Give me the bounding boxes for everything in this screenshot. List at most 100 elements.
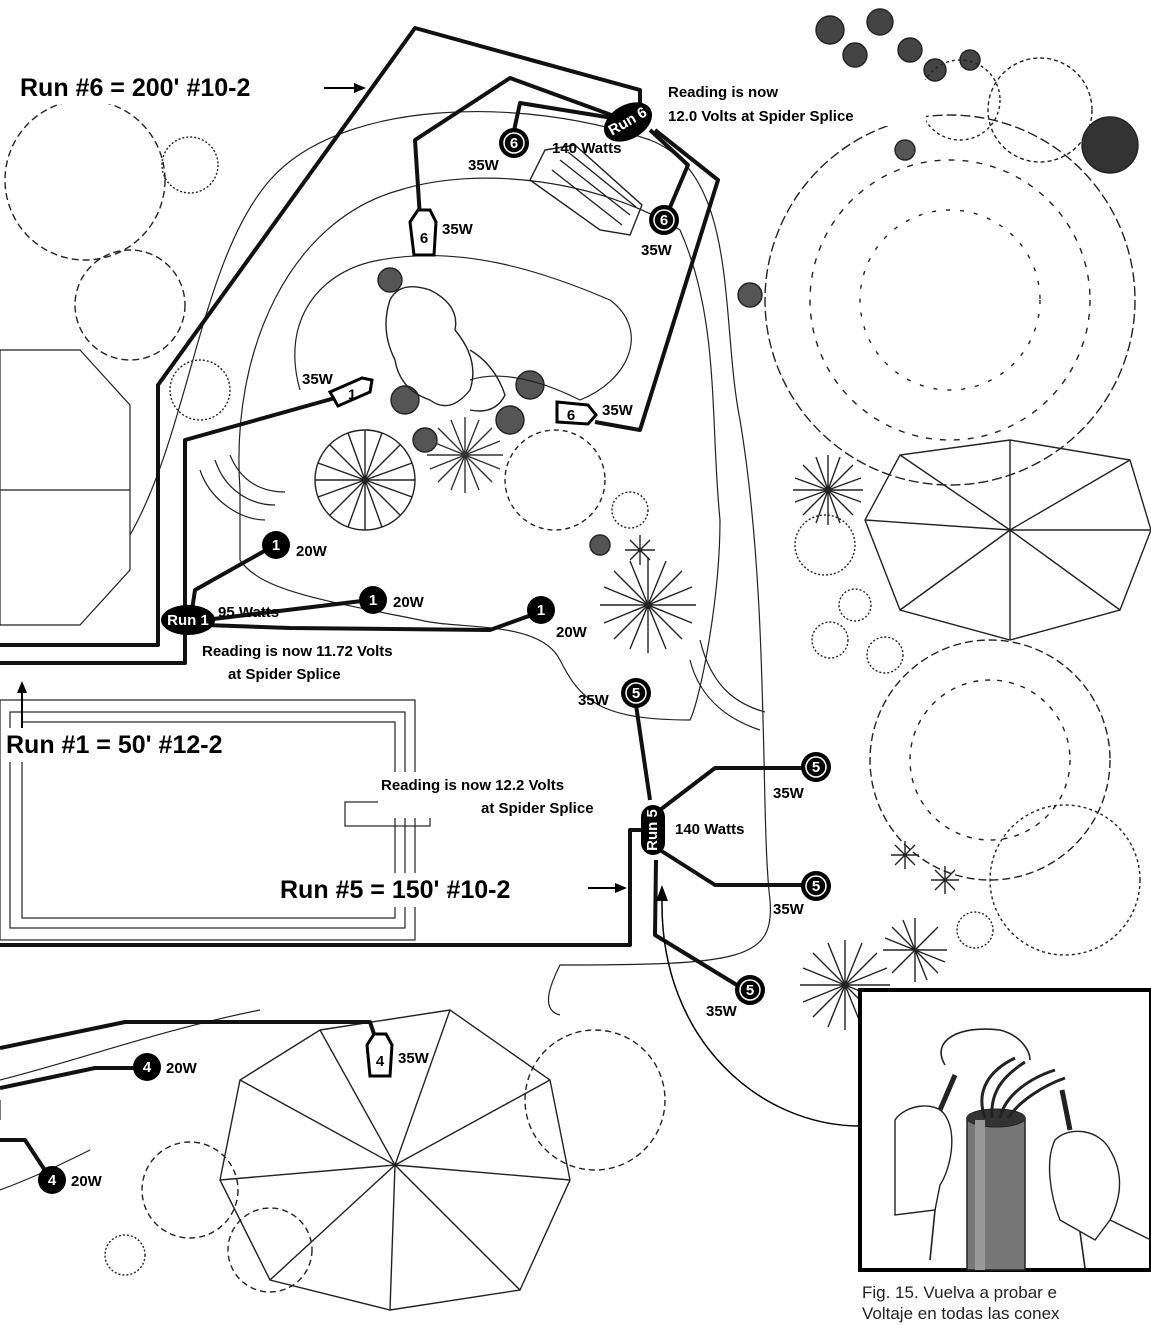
- fixture-number: 5: [812, 759, 820, 776]
- trees-left: [4, 99, 231, 421]
- inset-figure: [858, 988, 1151, 1272]
- fixture-run4-c: 4 20W: [38, 1166, 103, 1194]
- fixture-run6-d: 6 35W: [555, 400, 634, 426]
- fixture-wattage: 35W: [641, 242, 673, 259]
- wire-runs: [0, 26, 815, 1180]
- fixture-wattage: 35W: [468, 157, 500, 174]
- pathway-curve: [294, 254, 632, 401]
- fixture-number: 4: [48, 1172, 57, 1189]
- splice-run5-total: 140 Watts: [675, 821, 744, 838]
- fixture-wattage: 35W: [773, 901, 805, 918]
- fixture-wattage: 20W: [393, 594, 425, 611]
- fixture-wattage: 35W: [602, 402, 634, 419]
- run6-length-text: Run #6 = 200' #10-2: [20, 74, 250, 102]
- wire-bundle-pipe: [966, 1056, 1066, 1271]
- fixture-run1-c: 1 20W: [359, 586, 425, 614]
- fixture-wattage: 35W: [398, 1050, 430, 1067]
- spider-splice-run1: Run 1: [161, 605, 215, 635]
- fixture-number: 5: [746, 982, 754, 999]
- small-shrubs-right: [794, 514, 994, 949]
- caption-line-1: Fig. 15. Vuelva a probar e: [862, 1283, 1057, 1302]
- hands: [894, 1105, 1151, 1241]
- reading-run5-line1: Reading is now 12.2 Volts: [381, 777, 564, 794]
- test-probes: [937, 1074, 1073, 1131]
- run1-branch-20w-b: [204, 598, 371, 622]
- house-outline: [0, 349, 131, 626]
- run4-wire-a: [0, 1020, 378, 1050]
- fixture-number: 6: [510, 135, 518, 152]
- boulders: [385, 286, 506, 412]
- reading-run1: Reading is now 11.72 Volts at Spider Spl…: [198, 638, 468, 684]
- umbrella-tree-right: [864, 439, 1151, 641]
- bench: [529, 144, 643, 236]
- run6-branch-fixture-a: [413, 76, 626, 219]
- dark-shrubs: [377, 267, 763, 556]
- fixture-run4-b: 4 20W: [133, 1053, 198, 1081]
- pool: [0, 699, 416, 941]
- fixture-wattage: 35W: [578, 692, 610, 709]
- fixture-number: 4: [143, 1059, 152, 1076]
- reading-run5-line2: at Spider Splice: [481, 800, 594, 817]
- run5-length-label: Run #5 = 150' #10-2: [276, 873, 627, 907]
- fixture-wattage: 20W: [71, 1173, 103, 1190]
- run6-length-label: Run #6 = 200' #10-2: [14, 68, 366, 104]
- fixture-number: 6: [660, 212, 668, 229]
- splice-run6-total: 140 Watts: [552, 140, 621, 157]
- splice-run1-total: 95 Watts: [218, 604, 279, 621]
- splice-run5-label: Run 5: [644, 809, 661, 851]
- splice-run1-label: Run 1: [167, 612, 209, 629]
- fixture-number: 1: [369, 592, 377, 609]
- large-tree-right: [764, 114, 1136, 486]
- run1-branch-20w-c: [204, 610, 541, 632]
- fixture-number: 5: [812, 878, 820, 895]
- run5-branch-right-a: [658, 766, 815, 812]
- garden-bed-inner: [238, 177, 721, 721]
- garden-bed-outer: [129, 111, 772, 1016]
- run5-length-text: Run #5 = 150' #10-2: [280, 876, 510, 904]
- fixture-wattage: 35W: [773, 785, 805, 802]
- fixture-number: 5: [632, 685, 640, 702]
- fixture-run6-c: 6 35W: [641, 205, 679, 259]
- fixture-run5-d: 5 35W: [706, 975, 765, 1020]
- fixture-wattage: 35W: [302, 371, 334, 388]
- fixture-run1-d: 1 20W: [527, 596, 588, 641]
- spiky-plants: [427, 417, 959, 1030]
- run1-branch-20w-a: [190, 543, 276, 611]
- run6-branch-fixture-b: [510, 101, 626, 141]
- callout-arrow: [661, 899, 861, 1127]
- fixture-wattage: 35W: [706, 1003, 738, 1020]
- run5-branch-up: [634, 704, 652, 801]
- hardscape: [0, 111, 772, 1191]
- fixture-wattage: 20W: [166, 1060, 198, 1077]
- fixture-run1-b: 1 20W: [262, 531, 328, 560]
- callout-arrowhead: [656, 885, 668, 901]
- caption-line-2: Voltaje en todas las conex: [862, 1304, 1060, 1323]
- reading-run6-line2: 12.0 Volts at Spider Splice: [668, 108, 854, 125]
- run1-branch-up: [183, 396, 336, 608]
- reading-run1-line1: Reading is now 11.72 Volts: [202, 643, 393, 660]
- run6-branch-fixture-c: [648, 128, 690, 213]
- run6-main-wire: [0, 26, 642, 647]
- fixture-run5-b: 5 35W: [773, 752, 831, 802]
- run4-wire-b: [0, 1066, 140, 1090]
- run5-branch-down: [653, 859, 747, 992]
- fixture-number: 6: [567, 407, 575, 424]
- reading-run6-line1: Reading is now: [668, 84, 778, 101]
- trees-bottom: [104, 1029, 666, 1293]
- fixture-number: 6: [420, 230, 428, 247]
- fixture-run5-c: 5 35W: [773, 871, 831, 918]
- run1-length-label: Run #1 = 50' #12-2: [4, 681, 284, 762]
- fixture-number: 1: [348, 386, 356, 402]
- spider-splice-run5: Run 5: [641, 805, 665, 855]
- fixture-run6-b: 6 35W: [408, 208, 474, 257]
- figure-caption: Fig. 15. Vuelva a probar e Voltaje en to…: [862, 1282, 1151, 1325]
- run5-branch-right-b: [658, 848, 812, 887]
- umbrella-tree-bottom: [219, 1009, 571, 1311]
- fixture-wattage: 35W: [442, 221, 474, 238]
- reading-run1-line2: at Spider Splice: [228, 666, 341, 683]
- plantings: [4, 8, 1151, 1311]
- fixture-run4-a: 4 35W: [365, 1032, 430, 1078]
- fixture-wattage: 20W: [296, 543, 328, 560]
